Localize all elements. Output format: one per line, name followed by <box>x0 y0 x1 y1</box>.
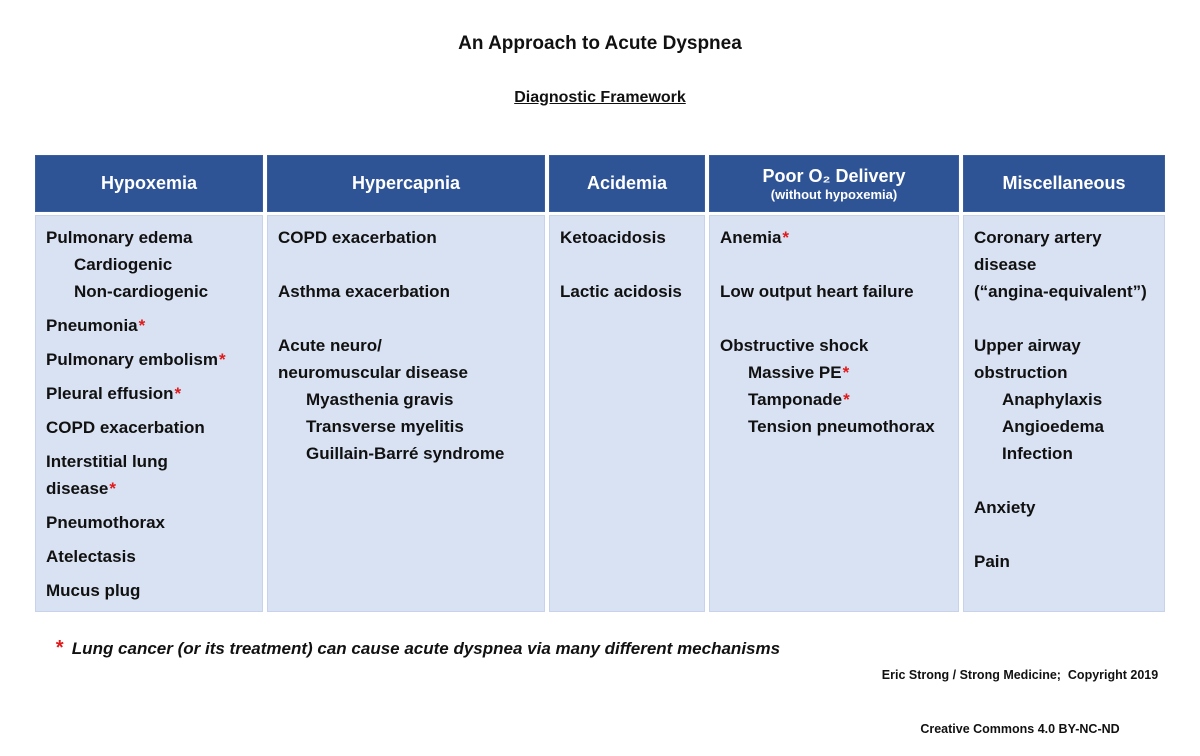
list-item: Guillain-Barré syndrome <box>306 444 505 463</box>
list-item: Infection <box>1002 444 1073 463</box>
list-item: Atelectasis <box>46 547 136 566</box>
asterisk-marker: * <box>842 363 850 382</box>
column-header-label: Hypercapnia <box>351 173 461 193</box>
list-item: Ketoacidosis <box>560 228 666 247</box>
asterisk-marker: * <box>843 390 850 409</box>
column-poor-o2-delivery: Poor O₂ Delivery(without hypoxemia)Anemi… <box>709 155 959 612</box>
column-body-miscellaneous: Coronary artery disease (“angina-equivalen… <box>963 215 1165 612</box>
page-subtitle: Diagnostic Framework <box>514 89 686 106</box>
column-header-label: Poor O₂ Delivery <box>762 165 906 186</box>
list-item: Asthma exacerbation <box>278 282 450 301</box>
list-item: Interstitial lung <box>46 452 168 471</box>
list-item: Acute neuro/ <box>278 336 382 355</box>
column-header-poor-o2-delivery: Poor O₂ Delivery(without hypoxemia) <box>709 155 959 212</box>
list-item: Pleural effusion* <box>46 384 182 403</box>
column-header-sublabel: (without hypoxemia) <box>770 186 898 202</box>
asterisk-marker: * <box>109 479 117 498</box>
list-item: Transverse myelitis <box>306 417 464 436</box>
list-item: Mucus plug <box>46 581 141 600</box>
credit-line-author: Eric Strong / Strong Medicine; Copyright… <box>881 668 1159 682</box>
column-header-label: Miscellaneous <box>1002 173 1126 193</box>
list-item: Pulmonary embolism* <box>46 350 226 369</box>
list-item: Pneumonia* <box>46 316 146 335</box>
list-item: Massive PE* <box>748 363 850 382</box>
list-item: COPD exacerbation <box>46 418 205 437</box>
list-item: disease* <box>46 479 117 498</box>
list-item: Upper airway <box>974 336 1081 355</box>
list-item: neuromuscular disease <box>278 363 468 382</box>
list-item: Non-cardiogenic <box>74 282 209 301</box>
column-header-miscellaneous: Miscellaneous <box>963 155 1165 212</box>
list-item: Anaphylaxis <box>1002 390 1103 409</box>
list-item: Low output heart failure <box>720 282 914 301</box>
page-title: An Approach to Acute Dyspnea <box>458 33 742 54</box>
list-item: COPD exacerbation <box>278 228 437 247</box>
list-item: Tamponade* <box>748 390 850 409</box>
asterisk-marker: * <box>782 228 790 247</box>
column-header-hypercapnia: Hypercapnia <box>267 155 545 212</box>
copyright-credit: Eric Strong / Strong Medicine; Copyright… <box>875 630 1165 756</box>
list-item: Pulmonary edema <box>46 228 193 247</box>
list-item: Myasthenia gravis <box>306 390 454 409</box>
footnote-text: Lung cancer (or its treatment) can cause… <box>71 639 781 658</box>
list-item: Tension pneumothorax <box>748 417 935 436</box>
footnote: * Lung cancer (or its treatment) can caus… <box>55 637 780 660</box>
credit-line-license: Creative Commons 4.0 BY-NC-ND <box>920 722 1120 736</box>
list-item: Pneumothorax <box>46 513 166 532</box>
list-item: Pain <box>974 552 1010 571</box>
list-item: Angioedema <box>1002 417 1105 436</box>
asterisk-marker: * <box>138 316 146 335</box>
list-item: (“angina-equivalent”) <box>974 282 1147 301</box>
list-item: Anxiety <box>974 498 1036 517</box>
list-item: disease <box>974 255 1037 274</box>
list-item: Coronary artery <box>974 228 1102 247</box>
list-item: Cardiogenic <box>74 255 173 274</box>
column-header-label: Acidemia <box>586 173 668 193</box>
list-item: Lactic acidosis <box>560 282 682 301</box>
column-header-label: Hypoxemia <box>100 173 198 193</box>
column-header-acidemia: Acidemia <box>549 155 705 212</box>
asterisk-marker: * <box>218 350 226 369</box>
footnote-asterisk: * <box>55 637 63 659</box>
list-item: Obstructive shock <box>720 336 869 355</box>
list-item: obstruction <box>974 363 1068 382</box>
column-header-hypoxemia: Hypoxemia <box>35 155 263 212</box>
asterisk-marker: * <box>174 384 182 403</box>
list-item: Anemia* <box>720 228 790 247</box>
